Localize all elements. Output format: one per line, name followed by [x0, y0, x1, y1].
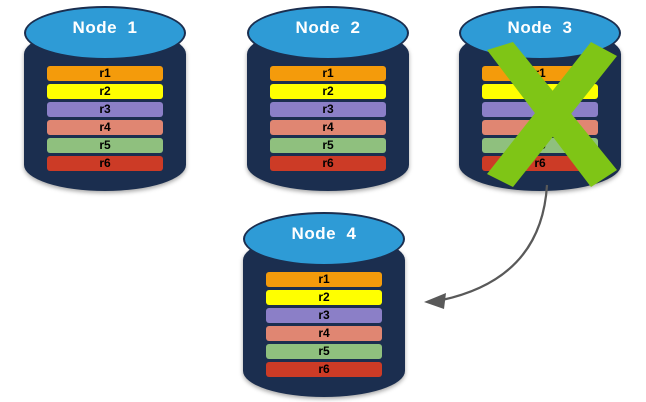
node-1-row-r4: r4: [47, 120, 163, 135]
node-3-row-r5: r5: [482, 138, 598, 153]
node-3-row-r6: r6: [482, 156, 598, 171]
node-3-title: Node 3: [507, 18, 573, 37]
node-1-row-r3: r3: [47, 102, 163, 117]
node-3-rows: r1 r2 r3 r4 r5 r6: [482, 66, 598, 174]
node-4[interactable]: Node 4 r1 r2 r3 r4 r5 r6: [243, 212, 405, 397]
node-4-row-r2: r2: [266, 290, 382, 305]
node-2-row-r6: r6: [270, 156, 386, 171]
node-1-title: Node 1: [72, 18, 138, 37]
node-1-row-r5: r5: [47, 138, 163, 153]
node-4-rows: r1 r2 r3 r4 r5 r6: [266, 272, 382, 380]
node-1-rows: r1 r2 r3 r4 r5 r6: [47, 66, 163, 174]
node-4-row-r1: r1: [266, 272, 382, 287]
node-4-row-r5: r5: [266, 344, 382, 359]
node-2[interactable]: Node 2 r1 r2 r3 r4 r5 r6: [247, 6, 409, 191]
node-3[interactable]: Node 3 r1 r2 r3 r4 r5 r6: [459, 6, 621, 191]
node-3-row-r1: r1: [482, 66, 598, 81]
node-2-row-r5: r5: [270, 138, 386, 153]
node-3-row-r2: r2: [482, 84, 598, 99]
node-2-row-r4: r4: [270, 120, 386, 135]
node-1-row-r1: r1: [47, 66, 163, 81]
node-4-row-r6: r6: [266, 362, 382, 377]
node-2-cylinder-top: [247, 6, 409, 60]
node-2-rows: r1 r2 r3 r4 r5 r6: [270, 66, 386, 174]
node-1-cylinder-top: [24, 6, 186, 60]
node-2-row-r3: r3: [270, 102, 386, 117]
node-1-row-r2: r2: [47, 84, 163, 99]
node-2-row-r1: r1: [270, 66, 386, 81]
node-3-row-r4: r4: [482, 120, 598, 135]
node-1[interactable]: Node 1 r1 r2 r3 r4 r5 r6: [24, 6, 186, 191]
node-3-row-r3: r3: [482, 102, 598, 117]
node-2-title: Node 2: [295, 18, 361, 37]
node-4-row-r4: r4: [266, 326, 382, 341]
node-4-row-r3: r3: [266, 308, 382, 323]
node-2-row-r2: r2: [270, 84, 386, 99]
node-4-cylinder-top: [243, 212, 405, 266]
node-4-title: Node 4: [291, 224, 357, 243]
node-1-row-r6: r6: [47, 156, 163, 171]
